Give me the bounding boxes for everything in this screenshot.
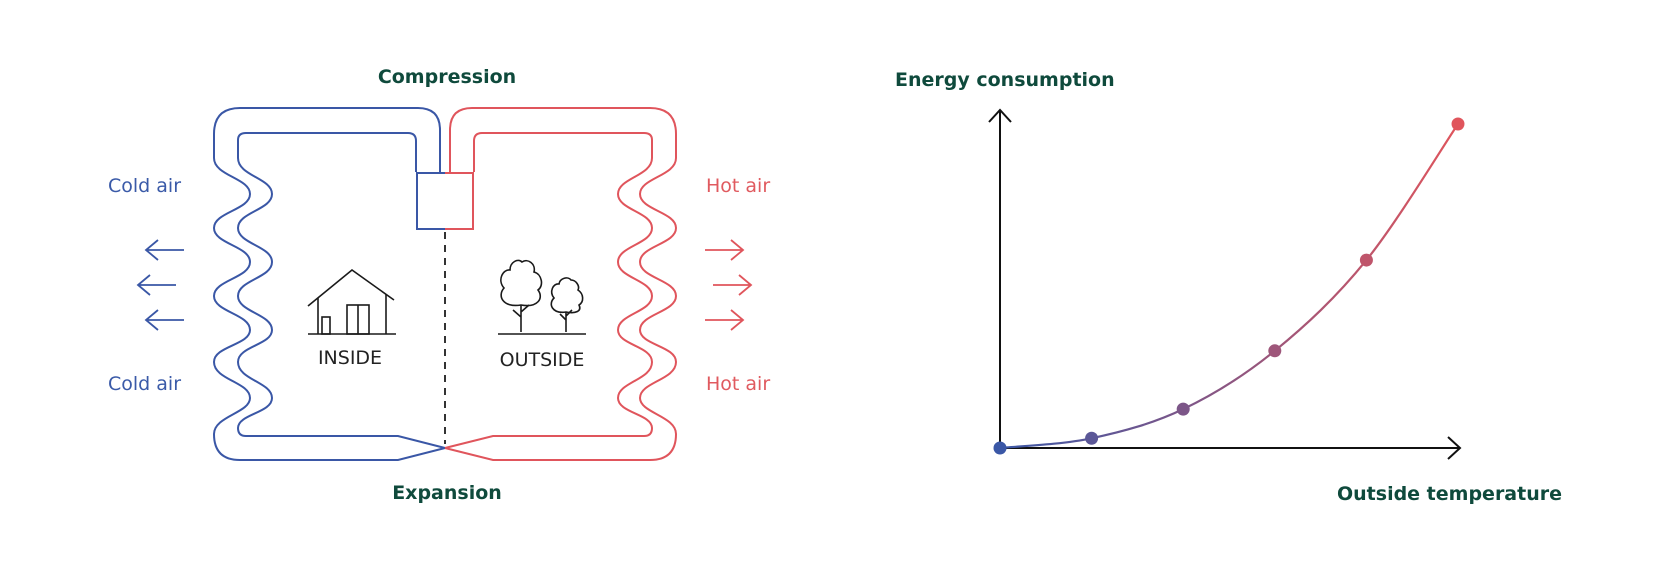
energy-chart: Energy consumption Outside temperature bbox=[895, 69, 1562, 505]
chart-axes bbox=[988, 108, 1462, 460]
chart-y-axis-label: Energy consumption bbox=[895, 69, 1115, 91]
chart-point bbox=[1176, 402, 1190, 416]
expansion-label: Expansion bbox=[392, 482, 502, 504]
chart-point bbox=[1451, 117, 1465, 131]
chart-point bbox=[1268, 344, 1282, 358]
arrow-left-icon bbox=[136, 239, 184, 331]
cold-loop-inner bbox=[236, 132, 446, 449]
chart-point bbox=[1359, 253, 1373, 267]
arrow-right-icon bbox=[705, 239, 753, 331]
hot-air-label-bottom: Hot air bbox=[706, 373, 770, 395]
chart-point bbox=[1085, 431, 1099, 445]
compressor-box bbox=[416, 172, 474, 230]
trees-icon bbox=[498, 259, 586, 335]
chart-x-axis-label: Outside temperature bbox=[1337, 483, 1562, 505]
hot-loop-outer bbox=[444, 107, 678, 461]
chart-series-line bbox=[999, 123, 1459, 450]
hot-air-label-top: Hot air bbox=[706, 175, 770, 197]
cold-air-label-top: Cold air bbox=[108, 175, 181, 197]
house-icon bbox=[307, 268, 396, 335]
chart-point bbox=[993, 441, 1007, 455]
chart-points bbox=[993, 117, 1465, 455]
hot-loop-inner bbox=[444, 132, 654, 449]
outside-label: OUTSIDE bbox=[500, 349, 585, 371]
inside-label: INSIDE bbox=[318, 347, 382, 369]
compression-label: Compression bbox=[378, 66, 516, 88]
chart-x-axis-arrow bbox=[1447, 436, 1462, 460]
cold-loop-outer bbox=[212, 107, 446, 461]
heat-pump-cycle-diagram: Compression Expansion INSIDE bbox=[108, 66, 770, 504]
chart-y-axis-arrow bbox=[988, 108, 1012, 123]
cold-air-label-bottom: Cold air bbox=[108, 373, 181, 395]
